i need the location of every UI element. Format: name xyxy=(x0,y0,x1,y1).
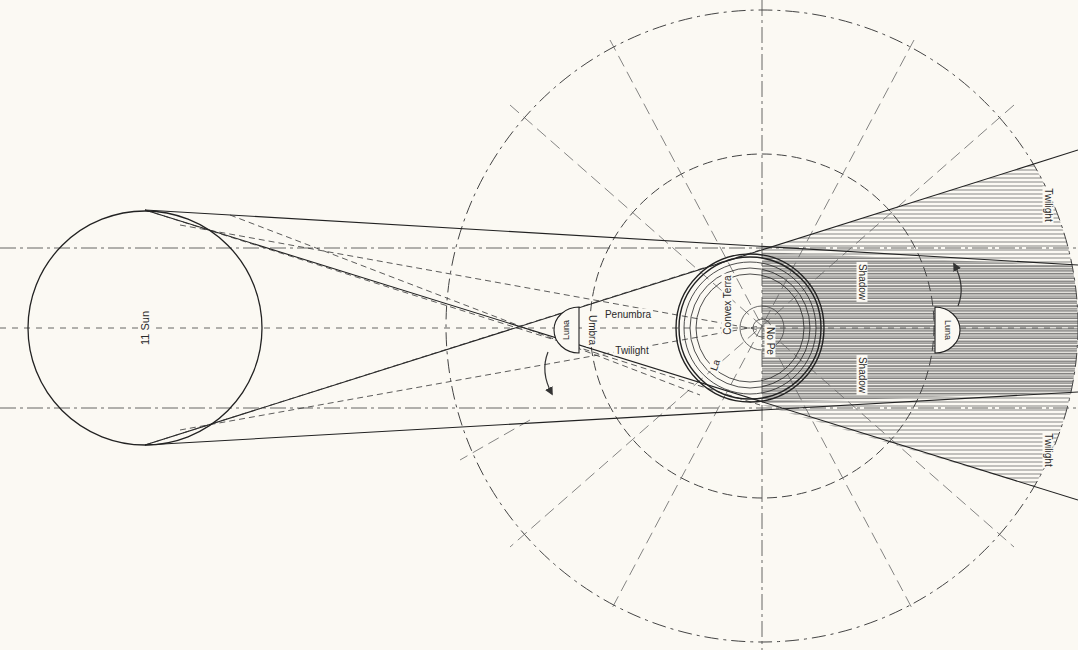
radial-lines xyxy=(460,40,1014,612)
earth-circle: Convex TerraLa No Pe xyxy=(675,253,825,403)
region-label: Shadow xyxy=(857,355,868,395)
moon-label: Luna xyxy=(562,318,572,342)
region-label: Umbra xyxy=(587,313,598,347)
shadow-hatching xyxy=(762,150,1078,500)
orbit-arrow xyxy=(954,264,961,306)
moon-shape: Luna xyxy=(933,306,961,354)
region-label: Twilight xyxy=(1043,186,1054,223)
dashed-rays xyxy=(145,210,760,445)
earth-label: Convex Terra xyxy=(722,273,733,336)
earth-label: La xyxy=(707,356,723,374)
light-rays xyxy=(145,150,1078,500)
moon-shape: Luna xyxy=(553,306,581,354)
body-label: 11 Sun xyxy=(139,309,151,347)
orbit-arrow xyxy=(545,352,552,394)
region-label: Twilight xyxy=(613,345,650,356)
sun-circle: 11 Sun xyxy=(27,210,263,446)
node-outline xyxy=(675,253,825,403)
earth-label: No Pe xyxy=(765,325,776,357)
region-label: Penumbra xyxy=(603,309,653,320)
region-label: Shadow xyxy=(857,262,868,302)
moon-label: Luna xyxy=(942,318,952,342)
region-label: Twilight xyxy=(1043,431,1054,468)
